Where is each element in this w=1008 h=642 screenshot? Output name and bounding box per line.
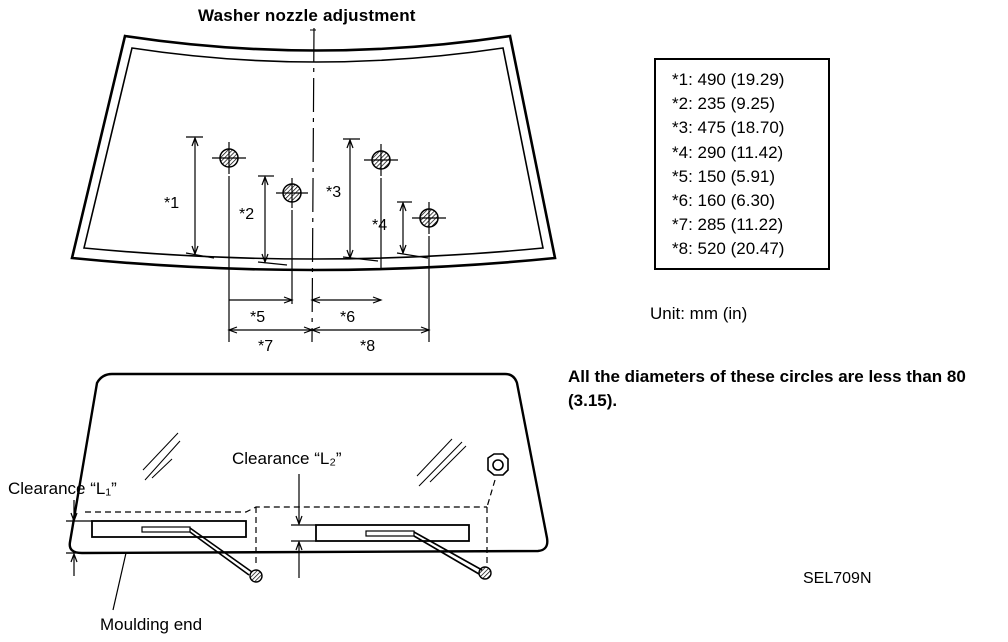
spray-target-4: [412, 202, 446, 234]
legend-item: *2: 235 (9.25): [672, 94, 776, 114]
extension-lines: [228, 176, 430, 342]
dimension-3: [342, 138, 379, 262]
pivot-nut-icon: [487, 453, 509, 476]
legend-item: *3: 475 (18.70): [672, 118, 785, 138]
moulding-end-leader: [112, 552, 127, 611]
tag-d8: *8: [360, 338, 375, 355]
wiper-right: [315, 524, 492, 580]
legend-item: *7: 285 (11.22): [672, 215, 784, 235]
tag-d5: *5: [250, 309, 265, 326]
tag-d6: *6: [340, 309, 355, 326]
dimension-8: [310, 326, 431, 334]
clearance-l2-marker: [291, 474, 316, 578]
diameter-note: All the diameters of these circles are l…: [568, 367, 966, 410]
legend-item: *5: 150 (5.91): [672, 166, 776, 186]
dimension-7: [227, 326, 314, 334]
tag-d1: *1: [164, 195, 179, 212]
clearance-l2-label: Clearance “L₂”: [232, 449, 342, 468]
tag-d2: *2: [239, 206, 254, 223]
dimension-1: [185, 136, 215, 259]
wiper-left: [91, 520, 263, 583]
unit-label: Unit: mm (in): [650, 304, 748, 323]
dimension-4: [396, 201, 429, 259]
glass-reflection-icon: [142, 432, 467, 487]
dimension-6: [310, 296, 383, 304]
washer-title: Washer nozzle adjustment: [198, 6, 416, 25]
clearance-l1-marker: [66, 500, 92, 576]
spray-target-2: [276, 178, 308, 208]
windshield-outer-edge: [70, 34, 557, 272]
spray-target-1: [212, 142, 246, 174]
legend-item: *6: 160 (6.30): [672, 191, 776, 211]
cowl-outline: [85, 506, 487, 513]
dimension-5: [229, 296, 294, 304]
legend-item: *8: 520 (20.47): [672, 239, 785, 259]
tag-d3: *3: [326, 184, 341, 201]
legend-item: *4: 290 (11.42): [672, 142, 784, 162]
clearance-l1-label: Clearance “L₁”: [8, 479, 117, 498]
tag-d4: *4: [372, 217, 387, 234]
spray-target-3: [364, 144, 398, 176]
figure-code: SEL709N: [803, 570, 872, 587]
dimension-legend-box: [654, 58, 830, 270]
center-line: [311, 27, 315, 343]
dimension-2: [257, 175, 288, 266]
tag-d7: *7: [258, 338, 273, 355]
moulding-end-label: Moulding end: [100, 615, 202, 634]
legend-item: *1: 490 (19.29): [672, 70, 785, 89]
dimension-legend: *1: 490 (19.29) *2: 235 (9.25) *3: 475 (18…: [672, 68, 784, 262]
